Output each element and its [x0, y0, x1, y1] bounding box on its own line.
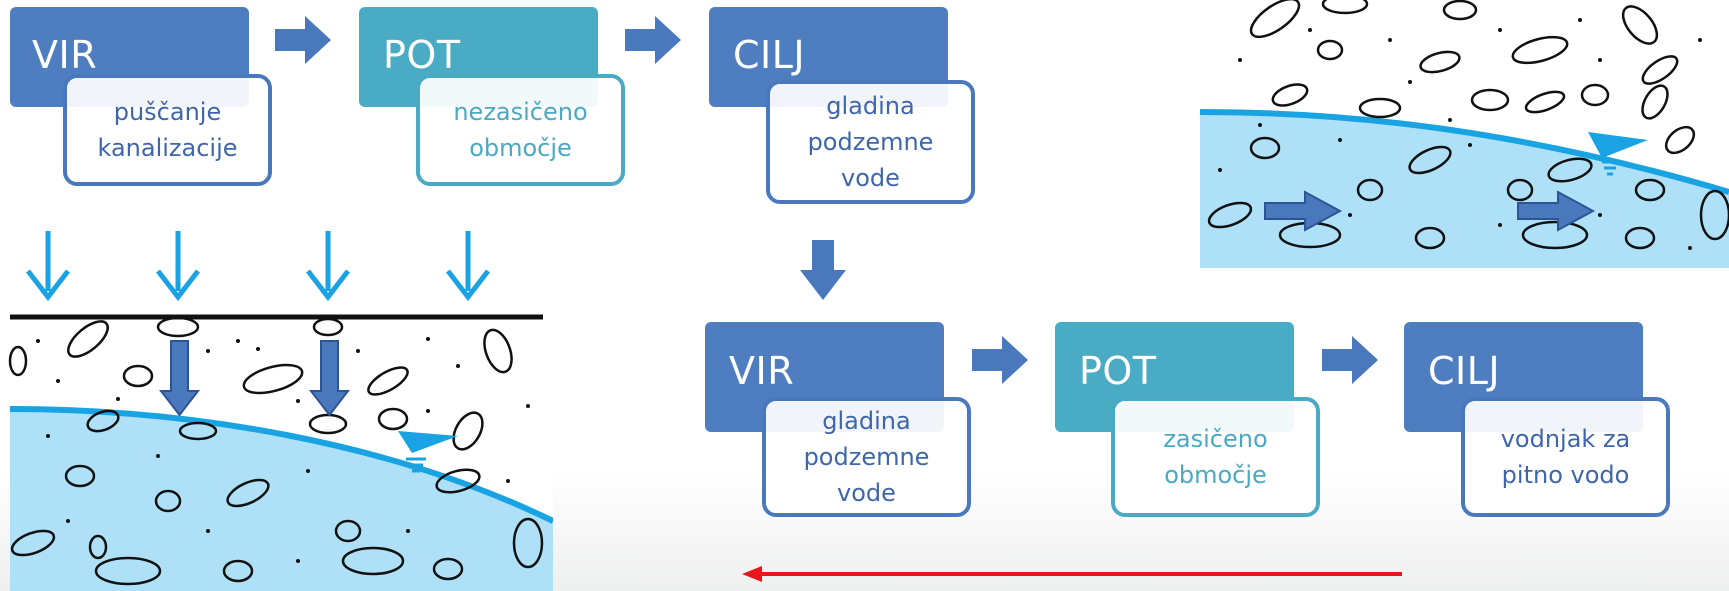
right-block-arrow-icon [275, 16, 331, 64]
right-block-arrow-icon [1322, 336, 1378, 384]
down-block-arrow-icon [800, 240, 846, 300]
bottom-vir-label: VIR [729, 349, 795, 393]
bottom-cilj-detail-text: vodnjak za pitno vodo [1500, 425, 1631, 489]
bottom-pot-label: POT [1079, 349, 1157, 393]
top-pot-detail: nezasičeno območje [416, 74, 625, 186]
aquifer-illustration-right [1200, 0, 1729, 268]
water-table-triangle-icon [1588, 132, 1648, 176]
top-vir-detail-text: puščanje kanalizacije [97, 98, 238, 162]
top-cilj-detail-text: gladina podzemne vode [807, 92, 934, 192]
top-vir-label: VIR [32, 33, 98, 77]
bottom-vir-detail: gladina podzemne vode [762, 397, 971, 517]
bottom-pot-detail: zasičeno območje [1111, 397, 1320, 517]
infiltration-illustration-left [8, 231, 553, 591]
top-cilj-label: CILJ [733, 33, 806, 77]
top-cilj-detail: gladina podzemne vode [766, 80, 975, 204]
bottom-cilj-detail: vodnjak za pitno vodo [1461, 397, 1670, 517]
bottom-pot-detail-text: zasičeno območje [1163, 425, 1268, 489]
top-pot-label: POT [383, 33, 461, 77]
bottom-cilj-label: CILJ [1428, 349, 1501, 393]
water-table-triangle-icon [398, 431, 458, 473]
right-block-arrow-icon [972, 336, 1028, 384]
down-arrow-icon [26, 231, 490, 302]
top-pot-detail-text: nezasičeno območje [453, 98, 588, 162]
top-vir-detail: puščanje kanalizacije [63, 74, 272, 186]
bottom-vir-detail-text: gladina podzemne vode [803, 407, 930, 507]
left-red-arrow-icon [742, 566, 1402, 582]
right-block-arrow-icon [625, 16, 681, 64]
